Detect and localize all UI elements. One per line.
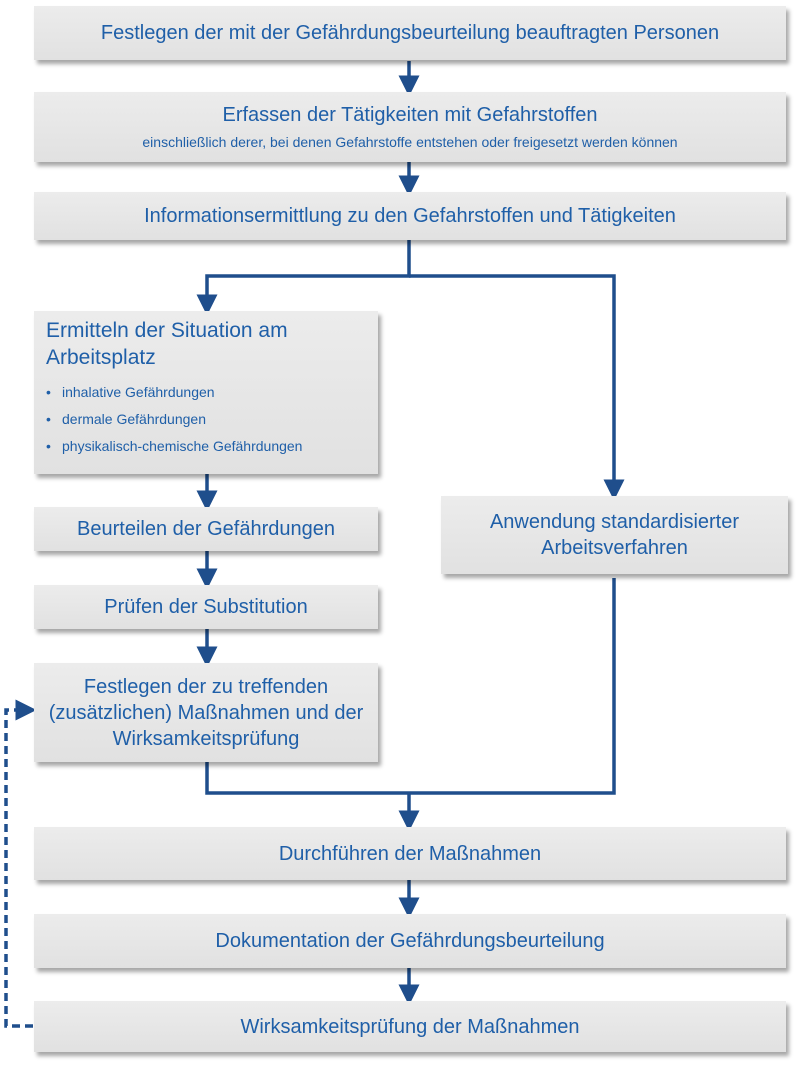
step-label: Prüfen der Substitution: [104, 596, 308, 618]
step-situation-arbeitsplatz: Ermitteln der Situation am Arbeitsplatz …: [34, 311, 378, 474]
hazard-item-inhalative: inhalative Gefährdungen: [46, 379, 302, 406]
step-durchfuehren-massnahmen: Durchführen der Maßnahmen: [34, 827, 786, 880]
step-label: Festlegen der mit der Gefährdungsbeurtei…: [100, 22, 720, 44]
step-label: Informationsermittlung zu den Gefahrstof…: [144, 205, 676, 227]
step-festlegen-personen: Festlegen der mit der Gefährdungsbeurtei…: [34, 6, 786, 60]
step-label: Erfassen der Tätigkeiten mit Gefahrstoff…: [222, 104, 598, 126]
step-beurteilen-gefaehrdungen: Beurteilen der Gefährdungen: [34, 507, 378, 551]
step-label: Wirksamkeitsprüfung der Maßnahmen: [240, 1015, 580, 1038]
step-erfassen-taetigkeiten: Erfassen der Tätigkeiten mit Gefahrstoff…: [34, 92, 786, 162]
step-standardisierte-verfahren: Anwendung standardisierter Arbeitsverfah…: [441, 496, 788, 574]
hazard-item-physikalisch-chemische: physikalisch-chemische Gefährdungen: [46, 433, 302, 460]
step-pruefen-substitution: Prüfen der Substitution: [34, 585, 378, 629]
step-label: Festlegen der zu treffenden (zusätzliche…: [48, 675, 364, 750]
step-informationsermittlung: Informationsermittlung zu den Gefahrstof…: [34, 192, 786, 240]
step-sublabel: einschließlich derer, bei denen Gefahrst…: [142, 134, 678, 150]
step-label: Durchführen der Maßnahmen: [278, 842, 542, 865]
step-label: Dokumentation der Gefährdungsbeurteilung: [215, 930, 605, 952]
arrow-3-split-left: [196, 240, 411, 316]
step-dokumentation: Dokumentation der Gefährdungsbeurteilung: [34, 914, 786, 968]
step-label: Ermitteln der Situation am Arbeitsplatz: [46, 319, 288, 369]
hazard-item-dermale: dermale Gefährdungen: [46, 406, 302, 433]
step-label: Anwendung standardisierter Arbeitsverfah…: [489, 511, 740, 559]
step-wirksamkeitspruefung: Wirksamkeitsprüfung der Maßnahmen: [34, 1001, 786, 1052]
hazard-list: inhalative Gefährdungen dermale Gefährdu…: [46, 379, 302, 460]
arrow-3-split-right: [409, 274, 625, 501]
step-festlegen-massnahmen: Festlegen der zu treffenden (zusätzliche…: [34, 663, 378, 762]
step-label: Beurteilen der Gefährdungen: [77, 518, 335, 540]
feedback-dashed-arrow: [4, 699, 37, 1028]
